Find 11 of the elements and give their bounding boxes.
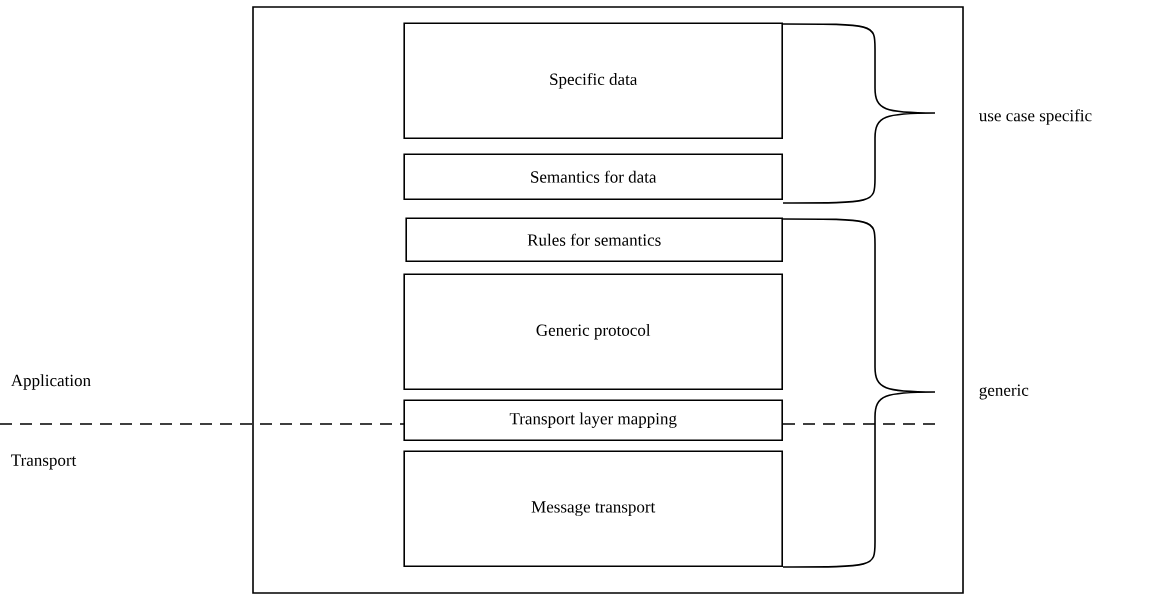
layer-box: Specific data bbox=[403, 22, 783, 139]
outer-box bbox=[252, 6, 964, 594]
side-label: Transport bbox=[11, 454, 77, 470]
layer-box: Generic protocol bbox=[403, 273, 783, 390]
layer-box: Rules for semantics bbox=[405, 217, 783, 262]
side-label: Application bbox=[10, 374, 91, 390]
layer-box: Transport layer mapping bbox=[403, 399, 783, 441]
layer-box: Semantics for data bbox=[403, 153, 783, 200]
side-label: use case specific bbox=[979, 109, 1092, 125]
layer-box: Message transport bbox=[403, 450, 783, 567]
side-label: generic bbox=[979, 384, 1029, 400]
